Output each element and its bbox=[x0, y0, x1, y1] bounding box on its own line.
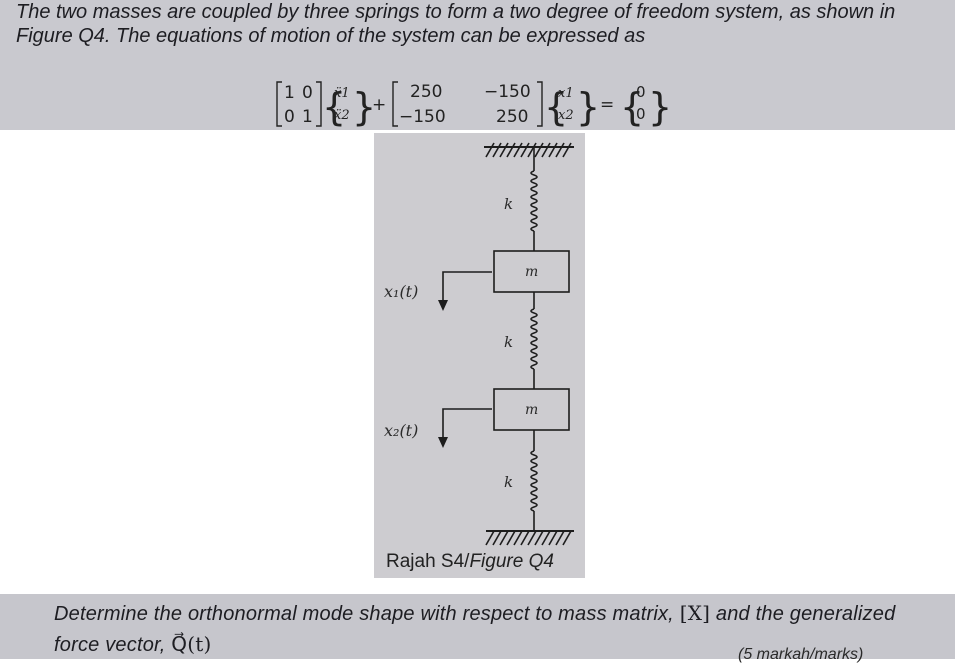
spring-bottom bbox=[530, 430, 538, 531]
spring-label: k bbox=[504, 473, 513, 491]
mass-matrix-cell: 0 bbox=[284, 107, 295, 127]
mass-block-1 bbox=[493, 250, 570, 293]
accel-entry: ẍ1 bbox=[334, 86, 350, 101]
x2-label: x₂(t) bbox=[384, 421, 418, 440]
top-text-band bbox=[0, 0, 955, 130]
equals-sign: = bbox=[600, 95, 614, 115]
question-text: Determine the orthonormal mode shape wit… bbox=[54, 598, 934, 660]
x1-arrow bbox=[442, 271, 492, 308]
x2-arrowhead bbox=[438, 437, 448, 448]
spring-label: k bbox=[504, 195, 513, 213]
figure-background bbox=[374, 133, 585, 578]
spring-middle bbox=[530, 292, 538, 389]
mode-shape-matrix-symbol: [X] bbox=[679, 601, 711, 625]
stiffness-cell: −150 bbox=[399, 107, 446, 127]
top-wall-hatching bbox=[485, 142, 572, 158]
figure-caption: Rajah S4/Figure Q4 bbox=[386, 551, 554, 573]
stiffness-cell: −150 bbox=[484, 82, 531, 102]
mass-matrix-cell: 0 bbox=[302, 83, 313, 103]
mass-label: m bbox=[525, 402, 538, 418]
rhs-right-brace: } bbox=[648, 85, 672, 129]
stiffness-cell: 250 bbox=[410, 82, 442, 102]
caption-english: Figure Q4 bbox=[469, 551, 554, 572]
x2-arrow bbox=[442, 408, 492, 445]
bottom-wall-hatching bbox=[485, 530, 572, 546]
x1-label: x₁(t) bbox=[384, 282, 418, 301]
mass-label: m bbox=[525, 264, 538, 280]
accel-left-brace: { bbox=[322, 85, 346, 129]
stiffness-cell: 250 bbox=[496, 107, 528, 127]
question-part-1: Determine the orthonormal mode shape wit… bbox=[54, 603, 680, 625]
disp-entry: x1 bbox=[558, 86, 574, 101]
accel-entry: ẍ2 bbox=[334, 108, 350, 123]
disp-left-brace: { bbox=[544, 85, 568, 129]
question-part-2: and the generalized force vector, bbox=[54, 603, 896, 656]
mass-block-2 bbox=[493, 388, 570, 431]
spring-label: k bbox=[504, 333, 513, 351]
force-vector-symbol: Q⃗(t) bbox=[171, 632, 212, 656]
bottom-text-band bbox=[0, 594, 955, 659]
mass-matrix-right-bracket bbox=[316, 81, 322, 127]
spring-mass-figure: k m x₁(t) k m x₂(t) k bbox=[384, 142, 574, 546]
accel-right-brace: } bbox=[352, 85, 376, 129]
equation-of-motion: 1 0 0 1 { ẍ1 ẍ2 } + 250 −150 −150 250 { … bbox=[276, 81, 672, 129]
x1-arrowhead bbox=[438, 300, 448, 311]
stiffness-left-bracket bbox=[392, 81, 398, 127]
stiffness-right-bracket bbox=[537, 81, 543, 127]
mass-matrix-cell: 1 bbox=[284, 83, 295, 103]
rhs-entry: 0 bbox=[636, 83, 646, 101]
mass-matrix-left-bracket bbox=[276, 81, 282, 127]
plus-sign: + bbox=[372, 95, 386, 115]
caption-malay: Rajah S4/ bbox=[386, 551, 470, 572]
disp-right-brace: } bbox=[576, 85, 600, 129]
mass-matrix-cell: 1 bbox=[302, 107, 313, 127]
spring-top bbox=[530, 147, 538, 251]
rhs-entry: 0 bbox=[636, 105, 646, 123]
marks-label: (5 markah/marks) bbox=[738, 646, 864, 663]
rhs-left-brace: { bbox=[620, 85, 644, 129]
disp-entry: x2 bbox=[558, 108, 574, 123]
intro-text: The two masses are coupled by three spri… bbox=[16, 1, 896, 47]
